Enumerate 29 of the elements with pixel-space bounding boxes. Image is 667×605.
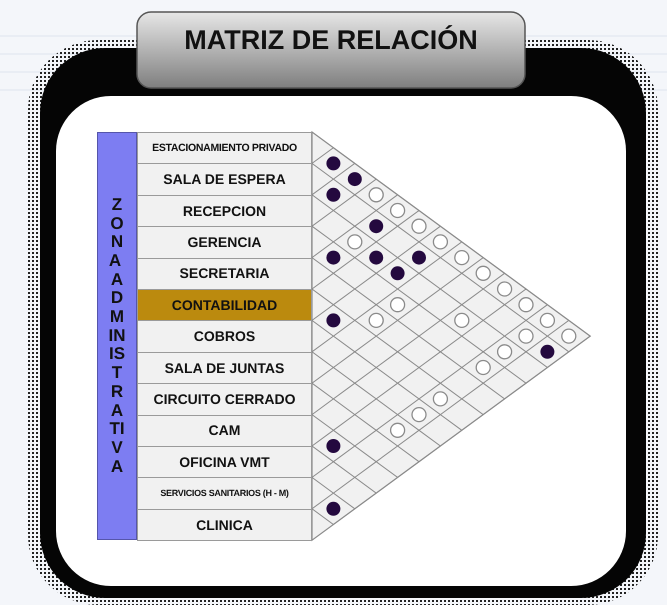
space-row: [137, 320, 312, 353]
space-name: SALA DE JUNTAS: [164, 360, 284, 376]
space-row: [137, 226, 312, 259]
space-name: CIRCUITO CERRADO: [153, 392, 296, 407]
space-name: COBROS: [194, 329, 256, 344]
space-row: [137, 258, 312, 290]
space-row: [137, 132, 312, 164]
space-name: OFICINA VMT: [179, 454, 270, 470]
highlighted-space-row: [137, 289, 312, 322]
space-name: ESTACIONAMIENTO PRIVADO: [152, 142, 297, 154]
space-name: CLINICA: [196, 518, 253, 532]
space-row: [137, 446, 312, 478]
space-row: [137, 352, 312, 384]
space-row: [137, 383, 312, 416]
space-name: RECEPCION: [182, 204, 266, 218]
space-row: [137, 414, 312, 447]
space-name: CAM: [208, 423, 240, 438]
space-row: [137, 163, 312, 196]
space-row: [137, 477, 312, 510]
zone-label: ZONA ADMINISTRATIVA: [108, 196, 126, 476]
space-name: SERVICIOS SANITARIOS (H - M): [160, 488, 289, 498]
space-name: SECRETARIA: [180, 266, 270, 282]
title: MATRIZ DE RELACIÓN: [183, 24, 479, 56]
space-name: GERENCIA: [188, 235, 262, 250]
space-name: SALA DE ESPERA: [163, 172, 286, 187]
zone-band: [97, 132, 137, 540]
space-row: [137, 508, 312, 542]
space-row: [137, 194, 312, 228]
space-name: CONTABILIDAD: [172, 298, 278, 313]
